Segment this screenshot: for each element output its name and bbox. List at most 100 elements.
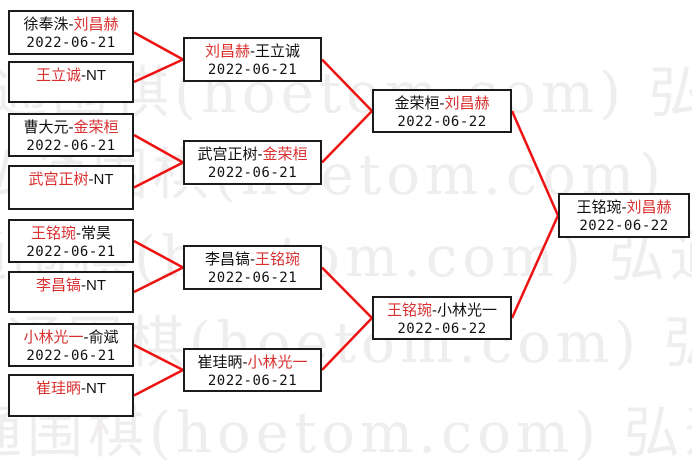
match-players: 武宫正树-金荣桓 [197,145,307,164]
player-name: 王立诚 [255,43,301,60]
match-players: 刘昌赫-王立诚 [205,42,300,61]
bracket-connector-line [133,31,184,61]
match-date: 2022-06-22 [397,114,487,130]
match-players: 李昌镐-王铭琬 [205,250,300,269]
bracket-connector-line [510,110,560,217]
match-date: 2022-06-21 [207,270,298,286]
player-name: 武宫正树 [28,171,89,188]
player-name: 徐奉洙 [23,16,69,33]
match-players: 武宫正树-NT [28,170,113,189]
player-name: 李昌镐 [204,251,250,268]
bracket-connector-line [133,58,184,84]
bracket-connector-line [133,343,184,372]
match-players: 李昌镐-NT [36,276,106,295]
match-date: 2022-06-21 [207,62,298,78]
match-players: 金荣桓-刘昌赫 [394,94,489,113]
player-name: 武宫正树 [197,146,258,163]
player-name: 王铭琬 [255,251,301,268]
bracket-connector-line [133,133,184,164]
match-players: 小林光一-俞斌 [23,328,118,347]
player-name: NT [86,67,106,84]
player-name: 刘昌赫 [444,95,490,112]
player-name: 崔珪昞 [35,380,81,397]
match-date: 2022-06-21 [207,165,298,181]
match-date: 2022-06-21 [26,138,116,154]
bracket-connector-line [133,266,184,294]
match-players: 崔珪昞-NT [36,379,106,398]
match-box-round1-2: 王立诚-NT [8,61,134,103]
player-name: 金荣桓 [73,119,119,136]
bracket-connector-line [133,239,184,269]
match-date: 2022-06-22 [579,218,669,234]
bracket-connector-line [133,368,184,397]
match-players: 王立诚-NT [36,66,106,85]
bracket-connector-line [321,266,373,319]
player-name: 王铭琬 [30,225,76,242]
bracket-connector-line [321,58,373,112]
player-name: 俞斌 [88,329,119,346]
match-players: 徐奉洙-刘昌赫 [23,15,118,34]
player-name: NT [86,380,106,397]
player-name: 王铭琬 [386,302,432,319]
player-name: 曹大元 [23,119,69,136]
bracket-connectors [133,31,560,397]
match-players: 王铭琬-小林光一 [387,301,497,320]
name-separator: - [242,354,248,371]
name-separator: - [81,380,86,397]
match-players: 崔珪昞-小林光一 [197,353,307,372]
match-date: 2022-06-21 [26,244,116,260]
player-name: 崔珪昞 [197,354,243,371]
name-separator: - [621,199,627,216]
match-date: 2022-06-21 [26,35,116,51]
bracket-connector-line [510,214,560,319]
name-separator: - [88,171,94,188]
match-date: 2022-06-21 [26,348,116,364]
player-name: 小林光一 [437,302,498,319]
match-box-round1-4: 武宫正树-NT [8,165,134,210]
bracket-connector-line [133,161,184,189]
player-name: 李昌镐 [35,277,81,294]
match-date: 2022-06-21 [207,373,298,389]
player-name: 刘昌赫 [73,16,119,33]
name-separator: - [83,329,89,346]
player-name: 王铭琬 [576,199,622,216]
bracket-connector-line [321,110,373,164]
match-players: 曹大元-金荣桓 [23,118,118,137]
name-separator: - [81,67,86,84]
match-players: 王铭琬-常昊 [31,224,111,243]
name-separator: - [68,119,74,136]
tournament-bracket: 弘通围棋(hoetom.com) 弘通围棋(hoetom.com)弘通围棋(ho… [0,10,692,466]
player-name: NT [86,277,106,294]
player-name: 刘昌赫 [204,43,250,60]
name-separator: - [68,16,74,33]
player-name: 刘昌赫 [626,199,672,216]
name-separator: - [76,225,81,242]
match-date: 2022-06-22 [397,321,487,337]
bracket-connector-line [321,317,373,371]
player-name: 小林光一 [247,354,308,371]
player-name: NT [93,171,114,188]
player-name: 王立诚 [35,67,81,84]
player-name: 金荣桓 [262,146,308,163]
name-separator: - [257,146,263,163]
player-name: 常昊 [81,225,112,242]
name-separator: - [81,277,86,294]
player-name: 小林光一 [23,329,84,346]
player-name: 金荣桓 [394,95,440,112]
match-box-round1-8: 崔珪昞-NT [8,374,134,417]
match-players: 王铭琬-刘昌赫 [576,198,671,217]
name-separator: - [250,251,255,268]
name-separator: - [439,95,445,112]
name-separator: - [250,43,255,60]
